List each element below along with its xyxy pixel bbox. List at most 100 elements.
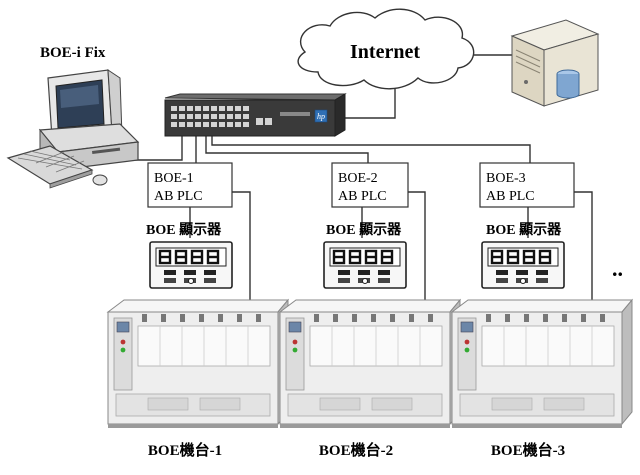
display-knob	[362, 278, 368, 284]
digit-8	[206, 249, 220, 265]
display-unit-3	[481, 241, 565, 289]
machine-fitting	[600, 314, 605, 322]
display-button	[536, 278, 548, 283]
display-button	[184, 270, 196, 275]
machine-fitting	[390, 314, 395, 322]
machine-cabinet-door	[199, 397, 241, 411]
server-icon	[510, 19, 600, 107]
machine-fitting	[428, 314, 433, 322]
machine-indicator-light	[292, 347, 298, 353]
digit-8	[506, 249, 520, 265]
machine-fitting	[543, 314, 548, 322]
machine-fitting	[581, 314, 586, 322]
plc-id-1: BOE-1	[154, 171, 194, 186]
machine-1	[106, 298, 290, 428]
machine-fitting	[218, 314, 223, 322]
display-button	[516, 270, 528, 275]
display-label-2: BOE 顯示器	[326, 222, 402, 238]
machine-screen	[288, 321, 302, 333]
digit-8	[174, 249, 188, 265]
machines	[106, 298, 634, 428]
machine-base	[280, 424, 450, 428]
display-button	[338, 270, 350, 275]
machine-indicator-light	[464, 347, 470, 353]
machine-fitting	[486, 314, 491, 322]
plc-box-1	[147, 162, 233, 208]
plc3-machine-link	[574, 191, 593, 310]
plc2-machine-link	[408, 191, 426, 310]
machine-fitting	[180, 314, 185, 322]
machine-fitting	[199, 314, 204, 322]
machine-3	[450, 298, 634, 428]
machine-2	[278, 298, 462, 428]
display-button	[378, 270, 390, 275]
digit-8	[332, 249, 346, 265]
switch-plc3-link	[211, 136, 531, 163]
machine-indicator-light	[292, 339, 298, 345]
machine-cabinet-door	[147, 397, 189, 411]
display-button	[378, 278, 390, 283]
machine-indicator-light	[120, 339, 126, 345]
display-label-1: BOE 顯示器	[146, 222, 222, 238]
machine-side	[621, 298, 633, 426]
machine-lid	[106, 299, 290, 313]
machine-fitting	[524, 314, 529, 322]
display-unit-1	[149, 241, 233, 289]
machine-cabinet-door	[319, 397, 361, 411]
machine-indicator-light	[464, 339, 470, 345]
machine-fitting	[256, 314, 261, 322]
machine-cabinet-door	[371, 397, 413, 411]
display-unit-2	[323, 241, 407, 289]
more-indicator: ..	[612, 256, 623, 281]
machine-base	[452, 424, 622, 428]
machine-label-2: BOE機台-2	[319, 441, 393, 459]
display-button	[164, 278, 176, 283]
machine-lid	[450, 299, 634, 313]
plc-id-3: BOE-3	[486, 171, 526, 186]
machine-label-3: BOE機台-3	[491, 441, 565, 459]
plc-type-3: AB PLC	[486, 189, 535, 204]
digit-8	[348, 249, 362, 265]
internet-label: Internet	[350, 41, 420, 63]
machine-screen	[460, 321, 474, 333]
machine-cabinet	[459, 393, 615, 417]
machine-fitting	[505, 314, 510, 322]
plc-box-3	[479, 162, 575, 208]
computer-icon	[6, 69, 140, 189]
display-label-3: BOE 顯示器	[486, 222, 562, 238]
machine-cabinet-door	[491, 397, 533, 411]
plc-box-2	[331, 162, 409, 208]
machine-cabinet	[287, 393, 443, 417]
digit-8	[364, 249, 378, 265]
machine-indicator-light	[120, 347, 126, 353]
display-knob	[188, 278, 194, 284]
plc-type-1: AB PLC	[154, 189, 203, 204]
digit-8	[490, 249, 504, 265]
machine-control-panel	[113, 317, 133, 391]
display-button	[536, 270, 548, 275]
plc-boxes	[147, 162, 575, 208]
display-knob	[520, 278, 526, 284]
machine-fitting	[371, 314, 376, 322]
display-button	[496, 278, 508, 283]
display-button	[164, 270, 176, 275]
switch-plc2-link	[205, 136, 369, 163]
network-switch-icon: hp	[164, 93, 347, 137]
digit-8	[380, 249, 394, 265]
plc-type-2: AB PLC	[338, 189, 387, 204]
machine-cabinet	[115, 393, 271, 417]
plc-id-2: BOE-2	[338, 171, 378, 186]
machine-lid	[278, 299, 462, 313]
machine-base	[108, 424, 278, 428]
machine-label-1: BOE機台-1	[148, 441, 222, 459]
plc1-machine-link	[232, 191, 251, 310]
machine-fitting	[562, 314, 567, 322]
digit-8	[522, 249, 536, 265]
digit-8	[158, 249, 172, 265]
machine-control-panel	[457, 317, 477, 391]
machine-fitting	[142, 314, 147, 322]
digit-8	[190, 249, 204, 265]
display-units	[149, 241, 565, 289]
